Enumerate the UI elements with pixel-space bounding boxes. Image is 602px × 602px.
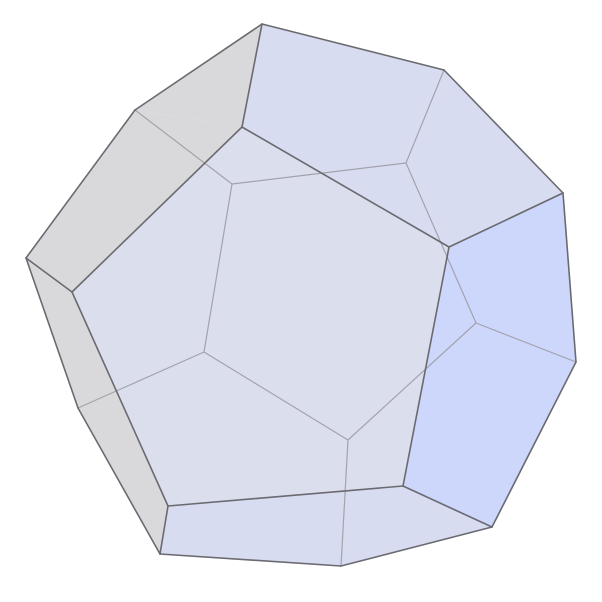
outer-face-top-left — [135, 24, 262, 127]
hidden-edge-layer — [77, 69, 577, 567]
visible-edge-GN — [159, 505, 169, 555]
outer-face-right — [403, 193, 576, 527]
visible-edge-OK — [71, 126, 243, 293]
visible-edge-EM — [402, 485, 493, 528]
visible-edge-MN — [167, 485, 404, 507]
hidden-edge-PQ — [231, 162, 407, 185]
visible-edge-HI — [25, 257, 79, 409]
front-face — [72, 127, 449, 506]
hidden-edge-JP — [134, 109, 233, 185]
visible-edge-DE — [491, 361, 577, 528]
visible-edge-BC — [443, 69, 564, 194]
visible-edge-LM — [402, 246, 450, 487]
visible-edge-layer — [25, 23, 577, 567]
visible-edge-IJ — [25, 109, 136, 259]
hidden-edge-BQ — [405, 69, 445, 164]
hidden-edge-HT — [77, 351, 205, 409]
hidden-edge-TP — [203, 183, 233, 353]
outer-face-left-lower — [26, 258, 168, 554]
visible-edge-GH — [77, 407, 161, 555]
visible-edge-EF — [340, 526, 493, 567]
hidden-edge-DR — [475, 322, 577, 363]
face-layer — [26, 24, 576, 566]
visible-edge-CD — [562, 192, 577, 363]
visible-edge-CL — [448, 192, 564, 248]
visible-edge-AB — [261, 23, 445, 71]
hidden-edge-FS — [340, 439, 349, 567]
visible-edge-KL — [241, 126, 450, 248]
visible-edge-IO — [25, 257, 73, 293]
visible-edge-JA — [134, 23, 263, 111]
visible-edge-AK — [241, 23, 263, 128]
hidden-edge-RS — [347, 322, 477, 441]
outer-face-bottom — [160, 486, 492, 566]
visible-edge-FG — [159, 553, 342, 567]
visible-edge-NO — [71, 291, 169, 507]
outer-face-left-upper — [26, 110, 242, 292]
hidden-edge-ST — [203, 351, 349, 441]
outer-face-top-right — [242, 24, 563, 247]
